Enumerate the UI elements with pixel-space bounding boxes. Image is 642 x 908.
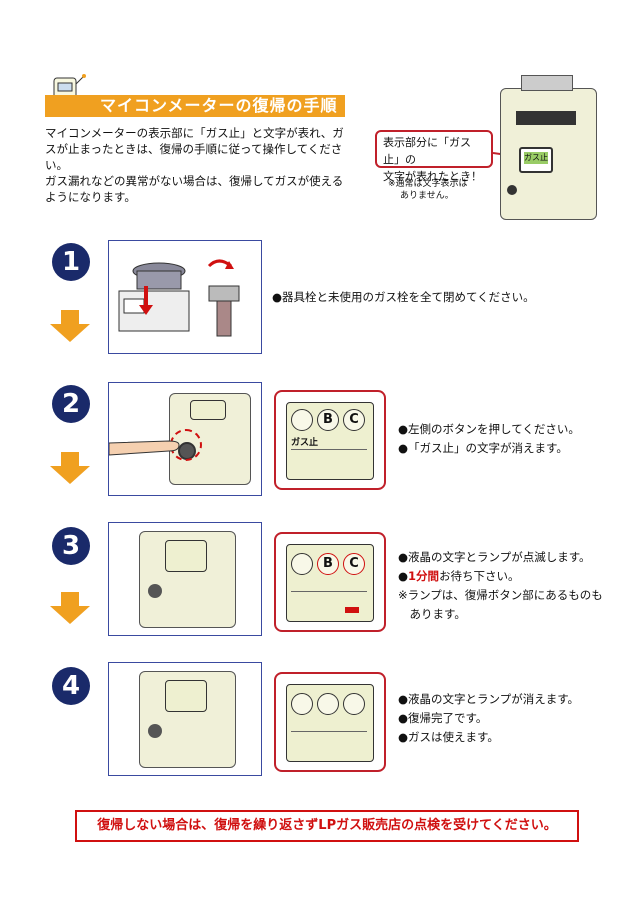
callout-box: 表示部分に「ガス止」の 文字が表れたとき！ bbox=[375, 130, 493, 183]
footer-warning: 復帰しない場合は、復帰を繰り返さずLPガス販売店の点検を受けてください。 bbox=[75, 810, 579, 842]
step-2-display-detail: B C ガス止 bbox=[274, 390, 386, 490]
gas-meter-illustration: ガス止 bbox=[500, 75, 597, 220]
step-3-number: 3 bbox=[52, 527, 90, 565]
step-3-illustration bbox=[108, 522, 262, 636]
lamp-indicator bbox=[345, 607, 359, 613]
step-4-illustration bbox=[108, 662, 262, 776]
step-2-illustration bbox=[108, 382, 262, 496]
step-1-text: ●器具栓と未使用のガス栓を全て閉めてください。 bbox=[272, 290, 535, 304]
step-1-illustration bbox=[108, 240, 262, 354]
step-4-number: 4 bbox=[52, 667, 90, 705]
step-3-display-detail: B C bbox=[274, 532, 386, 632]
step-1-number: 1 bbox=[52, 243, 90, 281]
meter-counter bbox=[516, 111, 576, 125]
step-4-display-detail bbox=[274, 672, 386, 772]
down-arrow-icon bbox=[50, 452, 90, 484]
step-2-text: ●左側のボタンを押してください。 ●「ガス止」の文字が消えます。 bbox=[398, 422, 580, 455]
page-title: マイコンメーターの復帰の手順 bbox=[45, 95, 345, 117]
callout-note: ※通常は文字表示は ありません。 bbox=[388, 179, 468, 201]
step-3-text: ●液晶の文字とランプが点滅します。 ●1分間お待ち下さい。 ※ランプは、復帰ボタ… bbox=[398, 550, 603, 621]
step-2-number: 2 bbox=[52, 385, 90, 423]
meter-display: ガス止 bbox=[519, 147, 553, 173]
down-arrow-icon bbox=[50, 310, 90, 342]
step-4-text: ●液晶の文字とランプが消えます。 ●復帰完了です。 ●ガスは使えます。 bbox=[398, 692, 580, 744]
intro-text: マイコンメーターの表示部に「ガス止」と文字が表れ、ガ スが止まったときは、復帰の… bbox=[45, 126, 344, 204]
down-arrow-icon bbox=[50, 592, 90, 624]
